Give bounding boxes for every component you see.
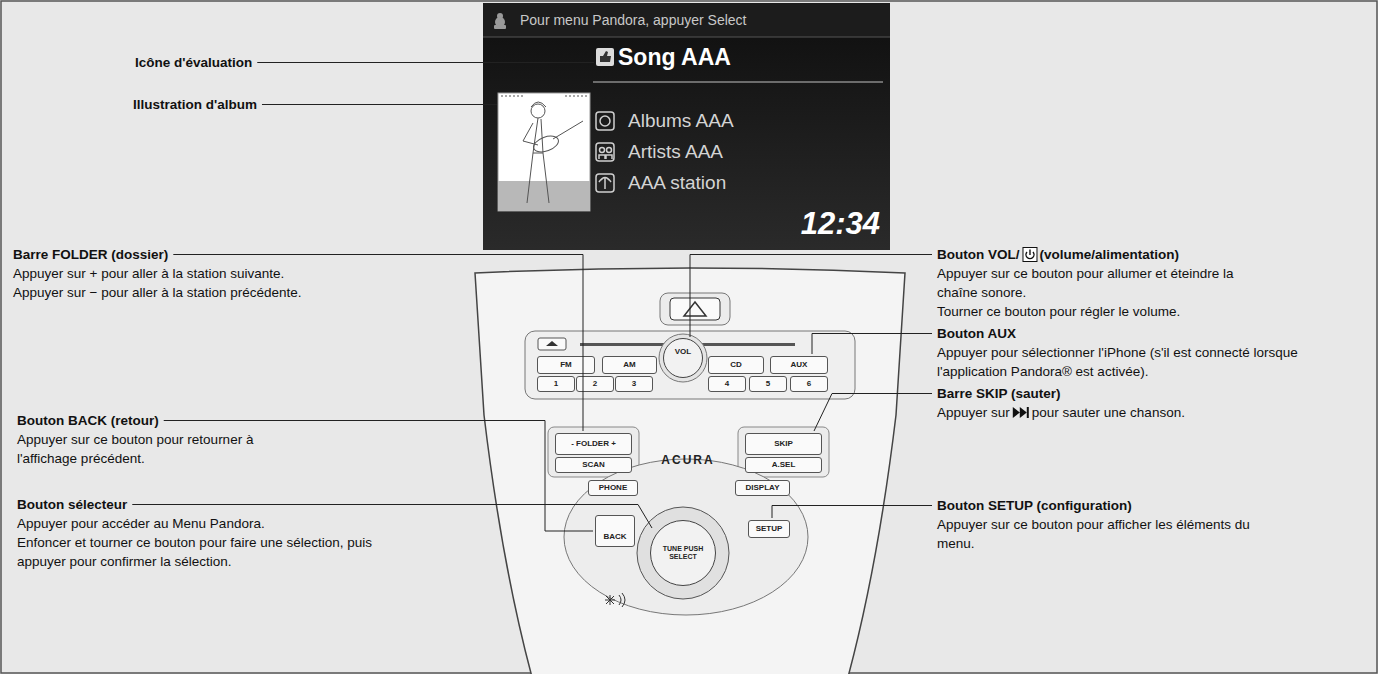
callout-heading: Bouton sélecteur xyxy=(17,495,127,514)
display-screen: Pour menu Pandora, appuyer SelectSong AA… xyxy=(483,3,890,250)
callout-text: Appuyer sur xyxy=(937,403,1010,422)
leader-line xyxy=(690,255,932,338)
screen-text: Artists AAA xyxy=(628,141,723,163)
control-button: AUX xyxy=(770,356,828,374)
power-icon xyxy=(1023,248,1037,262)
callout-text: Appuyer sur + pour aller à la station su… xyxy=(13,264,483,283)
control-button: DISPLAY xyxy=(735,480,790,496)
button-label: 2 xyxy=(593,380,597,389)
control-knob: VOL xyxy=(663,338,703,378)
button-label: SCAN xyxy=(582,461,605,470)
screen-text: AAA station xyxy=(628,172,726,194)
callout-heading: Bouton BACK (retour) xyxy=(17,411,159,430)
leader-line xyxy=(262,104,497,105)
button-label: DISPLAY xyxy=(746,484,780,493)
faceplate-art xyxy=(475,268,905,674)
control-button: FM xyxy=(537,356,595,374)
button-label: PHONE xyxy=(599,484,627,493)
callout-text: Appuyer pour sélectionner l'iPhone (s'il… xyxy=(937,343,1307,381)
leader-line xyxy=(257,62,594,63)
callout-heading: Barre SKIP (sauter) xyxy=(937,384,1061,403)
callout-text: pour sauter une chanson. xyxy=(1032,403,1282,422)
button-label: 1 xyxy=(554,380,558,389)
button-label: FM xyxy=(560,361,572,370)
leader-line xyxy=(812,334,932,355)
audio-faceplate: ACURA FM AM VOL CD AUX 1 2 3 4 5 6 - FOLDER + SCAN SKI… xyxy=(470,265,910,674)
screen-text: Albums AAA xyxy=(628,110,734,132)
skip-icon xyxy=(1013,407,1029,418)
control-button: 2 xyxy=(576,376,614,392)
control-button: 6 xyxy=(790,376,828,392)
control-button: SKIP xyxy=(745,433,822,455)
callout-text: Appuyer pour accéder au Menu Pandora. xyxy=(17,514,487,533)
control-button: 5 xyxy=(749,376,787,392)
control-button: 1 xyxy=(537,376,575,392)
control-button: AM xyxy=(602,356,657,374)
callout-heading: Bouton AUX xyxy=(937,324,1016,343)
button-label: 4 xyxy=(725,380,729,389)
button-label: AM xyxy=(623,361,635,370)
control-button: CD xyxy=(708,356,764,374)
display-art xyxy=(483,3,890,250)
callout-heading: Bouton VOL/ xyxy=(937,245,1019,264)
callout-heading: Illustration d'album xyxy=(133,95,257,114)
brand-logo: ACURA xyxy=(633,453,743,467)
button-label: 5 xyxy=(766,380,770,389)
button-label: VOL xyxy=(675,348,691,357)
button-label: BACK xyxy=(603,533,626,542)
callout-heading: (volume/alimentation) xyxy=(1039,245,1179,264)
control-button: 4 xyxy=(708,376,746,392)
callout-heading: Barre FOLDER (dossier) xyxy=(13,245,168,264)
control-button: BACK xyxy=(595,515,635,547)
control-button: PHONE xyxy=(588,480,638,496)
callout-heading: Icône d'évaluation xyxy=(135,53,252,72)
callout-text: Appuyer sur − pour aller à la station pr… xyxy=(13,283,483,302)
control-button: A.SEL xyxy=(745,457,822,473)
screen-text: Song AAA xyxy=(618,44,731,70)
button-label: 6 xyxy=(807,380,811,389)
control-button: SETUP xyxy=(748,520,790,538)
button-label: - FOLDER + xyxy=(571,440,616,449)
control-knob: TUNE PUSH SELECT xyxy=(650,520,716,586)
control-button: SCAN xyxy=(555,457,632,473)
button-label: SETUP xyxy=(756,525,783,534)
button-label: TUNE PUSH SELECT xyxy=(662,545,704,560)
callout-text: Tourner ce bouton pour régler le volume. xyxy=(937,302,1357,321)
button-label: A.SEL xyxy=(772,461,796,470)
button-label: CD xyxy=(730,361,742,370)
button-label: SKIP xyxy=(774,440,793,449)
screen-text: Pour menu Pandora, appuyer Select xyxy=(520,12,746,28)
screen-text: 12:34 xyxy=(801,206,880,242)
callout-text: Appuyer sur ce bouton pour retourner à l… xyxy=(17,430,307,468)
button-label: 3 xyxy=(632,380,636,389)
callout-text: Appuyer sur ce bouton pour allumer et ét… xyxy=(937,264,1249,302)
button-label: AUX xyxy=(791,361,808,370)
control-button: 3 xyxy=(615,376,653,392)
callout-heading: Bouton SETUP (configuration) xyxy=(937,496,1132,515)
callout-text: Enfoncer et tourner ce bouton pour faire… xyxy=(17,533,392,571)
leader-line xyxy=(814,394,932,432)
callout-text: Appuyer sur ce bouton pour afficher les … xyxy=(937,515,1262,553)
leader-line xyxy=(772,506,932,519)
control-button: - FOLDER + xyxy=(555,433,632,455)
